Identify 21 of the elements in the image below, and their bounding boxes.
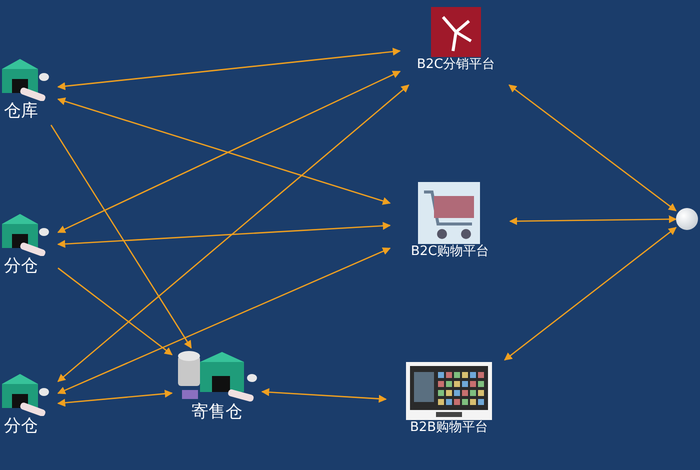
node-label: 分仓 xyxy=(4,417,38,437)
node-label: 分仓 xyxy=(4,257,38,277)
node-label: B2C购物平台 xyxy=(410,245,490,260)
arrow xyxy=(58,268,173,356)
arrow xyxy=(50,124,192,349)
arrow xyxy=(508,84,677,212)
arrow xyxy=(57,222,391,248)
arrow xyxy=(57,97,391,205)
arrow xyxy=(509,215,677,226)
node-label: 仓库 xyxy=(4,102,38,122)
node-label: B2B购物平台 xyxy=(408,421,490,436)
arrow xyxy=(57,390,173,407)
arrow xyxy=(261,388,387,403)
sphere-node xyxy=(676,208,698,230)
arrow xyxy=(57,84,410,382)
node-label: B2C分销平台 xyxy=(416,58,496,73)
arrow xyxy=(504,227,677,361)
arrow xyxy=(57,247,391,394)
arrow xyxy=(57,70,401,233)
arrow xyxy=(57,48,401,90)
node-label: 寄售仓 xyxy=(190,403,244,423)
